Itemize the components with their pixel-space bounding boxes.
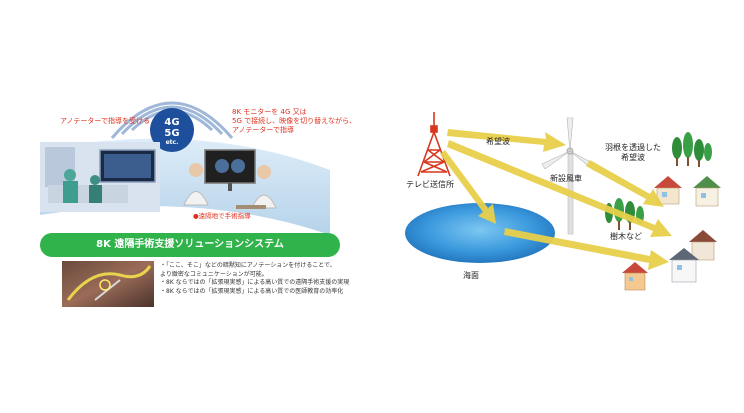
feature-bullets: ・「ここ、そこ」などの暗黙知にアノテーションを付けることで、 より緻密なコミュニ…: [160, 262, 349, 297]
surgical-image: [62, 261, 154, 307]
feature-bullet-1-cont: より緻密なコミュニケーションが可能。: [160, 270, 268, 278]
annotator-note: アノテーターで指導を受ける: [60, 117, 150, 125]
feature-bullet-2: ・8K ならではの「拡張現実感」による高い質での遠隔手術支援の実現: [160, 279, 350, 287]
through-blades-line-2: 希望波: [621, 153, 645, 162]
network-badge-circle: [150, 108, 194, 152]
signal-arrows: [440, 129, 672, 270]
through-blades-label: 羽根を透過した 希望波: [605, 143, 661, 163]
through-blades-line-1: 羽根を透過した: [605, 143, 661, 152]
system-title: 8K 遠隔手術支援ソリューションシステム: [96, 239, 284, 250]
remote-guidance-label: ●遠隔地で手術指導: [193, 212, 251, 220]
network-badge-4g: 4G: [164, 117, 180, 128]
monitor-note-line-3: アノテーターで指導: [232, 125, 294, 134]
wind-turbine-label: 新設風車: [550, 174, 582, 183]
tv-tower-icon: [417, 112, 451, 177]
desired-wave-label: 希望波: [486, 137, 510, 146]
operating-room-scene: [40, 142, 160, 212]
house-group-lower: [622, 230, 717, 291]
monitor-note: 8K モニターを 4G 又は 5G で接続し、映像を切り替えながら、 アノテータ…: [232, 108, 356, 134]
network-badge-etc: etc.: [165, 139, 179, 146]
sea-label: 海面: [463, 271, 479, 280]
sea-surface: [405, 203, 555, 263]
trees-label: 樹木など: [610, 232, 642, 241]
tree-cluster-upper: [672, 132, 712, 167]
house-group-upper: [654, 176, 721, 207]
feature-bullet-3: ・8K ならではの「拡張現実感」による高い質での医師教育の効率化: [160, 288, 344, 296]
network-badge-5g: 5G: [164, 128, 180, 139]
tv-station-label: テレビ送信所: [406, 180, 454, 189]
monitor-note-line-2: 5G で接続し、映像を切り替えながら、: [232, 116, 357, 125]
network-badge: 4G 5G etc.: [157, 117, 187, 146]
system-title-bar: [40, 233, 340, 257]
feature-bullet-1: ・「ここ、そこ」などの暗黙知にアノテーションを付けることで、: [160, 262, 336, 269]
remote-doctors-scene: [183, 149, 277, 209]
monitor-note-line-1: 8K モニターを 4G 又は: [232, 108, 307, 116]
